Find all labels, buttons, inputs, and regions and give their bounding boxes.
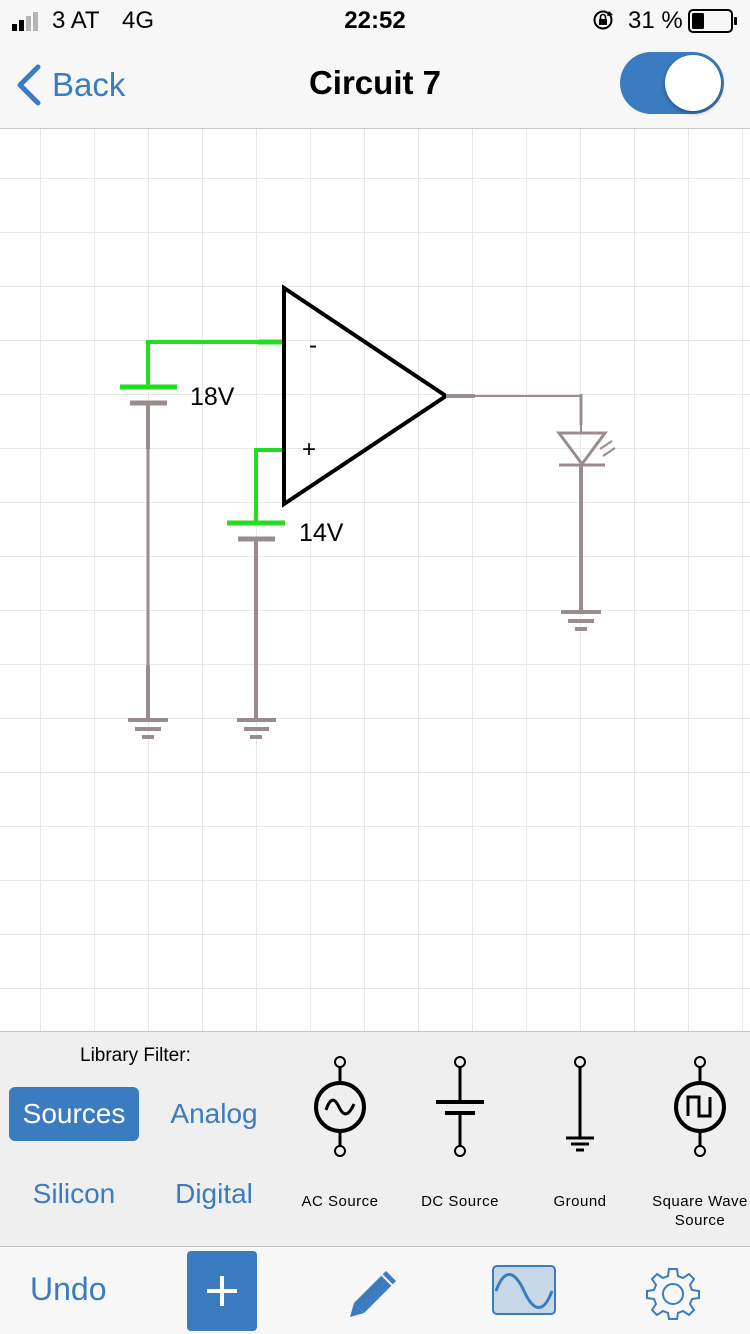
toggle-knob <box>665 55 721 111</box>
led-symbol[interactable] <box>556 431 616 467</box>
component-dc-source[interactable]: DC Source <box>400 1050 520 1240</box>
wire-noninverting-input[interactable] <box>254 448 283 521</box>
chevron-left-icon <box>17 64 41 106</box>
battery-icon <box>688 9 737 33</box>
component-square-wave-source[interactable]: Square Wave Source <box>640 1050 750 1240</box>
opamp-noninverting-sign: + <box>302 436 317 463</box>
component-ground[interactable]: Ground <box>520 1050 640 1240</box>
rotation-lock-icon <box>593 10 613 30</box>
component-dc-source-label: DC Source <box>421 1193 499 1210</box>
circuit-canvas[interactable]: 18V 14V - + <box>0 129 750 1031</box>
component-ground-label: Ground <box>553 1193 607 1210</box>
component-ac-source-label: AC Source <box>301 1193 379 1210</box>
carrier-name: 3 AT <box>52 7 100 34</box>
component-ac-source[interactable]: AC Source <box>280 1050 400 1240</box>
library-filter-label: Library Filter: <box>80 1045 191 1066</box>
battery-1-voltage-label: 18V <box>190 383 235 411</box>
plus-icon <box>207 1276 237 1306</box>
filter-digital-button[interactable]: Digital <box>175 1178 253 1209</box>
bottom-toolbar: Undo <box>0 1246 750 1334</box>
add-component-button[interactable] <box>187 1251 257 1331</box>
back-button[interactable]: Back <box>14 62 125 108</box>
square-wave-source-icon <box>674 1056 726 1157</box>
signal-strength-icon <box>12 12 38 31</box>
gear-icon[interactable] <box>644 1265 702 1323</box>
ground-symbol-3[interactable] <box>561 610 601 631</box>
filter-analog-button[interactable]: Analog <box>170 1098 258 1129</box>
clock: 22:52 <box>344 7 406 34</box>
wire-output-to-led[interactable] <box>475 395 582 432</box>
circuit-diagram <box>120 284 616 739</box>
status-bar: 3 AT 4G 22:52 31 % <box>0 0 750 40</box>
component-square-wave-source-label: Square Wave Source <box>652 1193 748 1229</box>
page-title: Circuit 7 <box>308 64 442 101</box>
battery-percent: 31 % <box>628 7 683 34</box>
battery-2-voltage-label: 14V <box>299 519 344 547</box>
ground-symbol-1[interactable] <box>128 718 168 739</box>
ac-source-icon <box>314 1056 366 1157</box>
ground-icon <box>566 1056 594 1152</box>
opamp-symbol[interactable] <box>282 284 450 508</box>
pencil-icon[interactable] <box>346 1265 400 1319</box>
filter-silicon-button[interactable]: Silicon <box>32 1178 116 1209</box>
network-type: 4G <box>122 7 155 34</box>
undo-button[interactable]: Undo <box>30 1271 107 1307</box>
filter-sources-button[interactable]: Sources <box>9 1087 139 1141</box>
wire-inverting-input[interactable] <box>146 340 258 385</box>
simulation-toggle[interactable] <box>620 52 724 114</box>
back-label: Back <box>52 66 126 103</box>
nav-bar: Back Circuit 7 <box>0 40 750 129</box>
ground-symbol-2[interactable] <box>237 718 276 739</box>
opamp-inverting-sign: - <box>309 332 317 359</box>
sine-wave-icon[interactable] <box>492 1265 556 1315</box>
dc-source-icon <box>436 1056 484 1157</box>
component-library: Library Filter: Sources Analog Silicon D… <box>0 1031 750 1246</box>
